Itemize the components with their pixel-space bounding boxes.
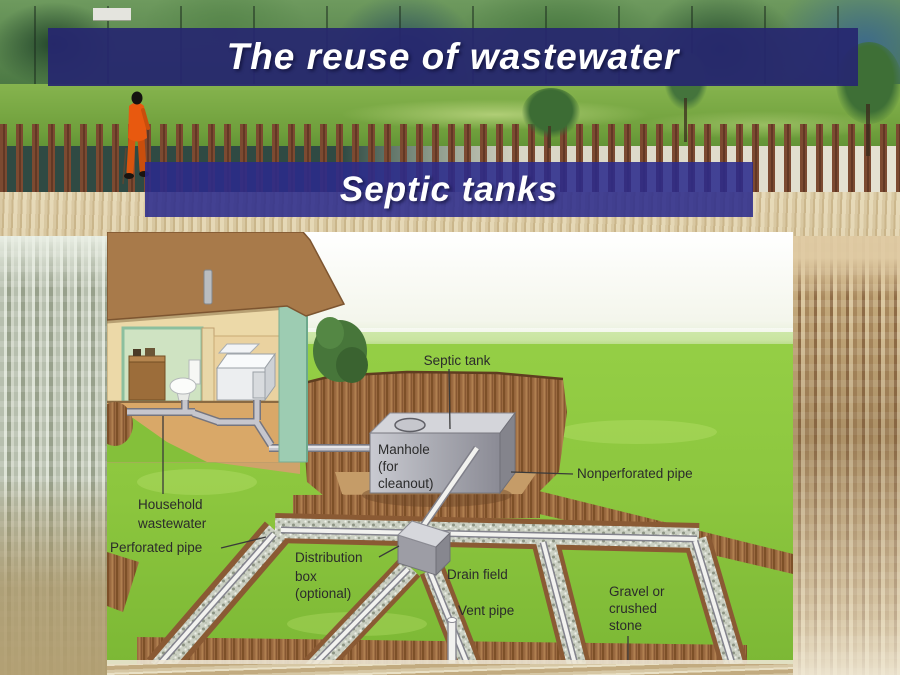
waterfall-right: [793, 236, 900, 675]
manhole-label-line3: cleanout): [378, 476, 434, 491]
perforated-leader: [220, 536, 267, 549]
perforated-pipes: [154, 526, 736, 664]
slide-subtitle: Septic tanks: [339, 169, 559, 209]
house-drain-pipes: [127, 400, 375, 452]
eave-shadow: [107, 306, 288, 324]
waterfall-left: [0, 236, 107, 675]
house: [107, 232, 375, 463]
vent-pipe-graphic: [447, 617, 457, 664]
label-distribution-line2: box: [295, 569, 317, 584]
soil-band: [293, 494, 540, 520]
subtitle-banner: Septic tanks: [145, 162, 753, 217]
right-tree-trunk: [866, 104, 870, 156]
person-shoe: [124, 173, 134, 179]
chimney-vent: [203, 269, 213, 305]
tank-side: [499, 411, 516, 495]
distribution-box-graphic: [397, 520, 451, 577]
title-banner: The reuse of wastewater: [48, 28, 858, 86]
person-leg: [126, 134, 136, 176]
label-gravel-line3: stone: [609, 618, 642, 633]
label-septic-tank: Septic tank: [424, 353, 491, 368]
manhole-cover: [394, 417, 426, 433]
label-drain-field: Drain field: [447, 567, 508, 582]
person-leg: [137, 134, 147, 174]
septic-tank-box: Manhole (for cleanout): [362, 411, 516, 507]
label-household-line2: wastewater: [137, 516, 207, 531]
roof: [107, 232, 346, 321]
soil-mound: [107, 402, 133, 446]
label-distribution-line1: Distribution: [295, 550, 363, 565]
slide-title: The reuse of wastewater: [226, 36, 680, 77]
toilet: [169, 359, 201, 402]
distant-building: [93, 8, 131, 20]
diagram-bottom-edge: [107, 660, 793, 664]
washing-machine: [216, 343, 276, 402]
septic-system-diagram: Manhole (for cleanout): [107, 232, 793, 664]
leader-lines: [162, 368, 629, 661]
bush: [313, 317, 368, 383]
label-perforated-pipe: Perforated pipe: [110, 540, 202, 555]
manhole-label-line1: Manhole: [378, 442, 430, 457]
grass-highlight: [137, 469, 257, 495]
grass-highlight: [557, 420, 717, 444]
label-nonperforated-pipe: Nonperforated pipe: [577, 466, 693, 481]
label-vent-pipe: Vent pipe: [458, 603, 514, 618]
soil-slope-left: [107, 552, 139, 612]
nonperforated-leader: [510, 471, 574, 475]
tank-front: [369, 432, 501, 494]
person-head: [131, 91, 143, 105]
person-arm: [141, 108, 150, 130]
septic-tank-leader: [448, 368, 451, 430]
soil-band-front: [137, 637, 747, 664]
label-gravel-line1: Gravel or: [609, 584, 665, 599]
water-heater-cabinet: [128, 348, 166, 401]
label-household-line1: Household: [138, 497, 203, 512]
tank-top: [368, 412, 516, 434]
label-distribution-line3: (optional): [295, 586, 351, 601]
person-torso: [128, 102, 147, 142]
small-tree-trunk: [548, 126, 551, 148]
walking-stick: [122, 147, 127, 185]
person-walking: [122, 91, 150, 185]
interior-wall: [201, 327, 215, 403]
manhole-label-line2: (for: [378, 459, 399, 474]
mid-tree-trunk: [684, 98, 687, 142]
label-gravel-line2: crushed: [609, 601, 657, 616]
distribution-leader: [378, 545, 400, 558]
nonperforated-pipe-graphic: [415, 445, 481, 535]
small-tree-canopy: [522, 88, 580, 138]
